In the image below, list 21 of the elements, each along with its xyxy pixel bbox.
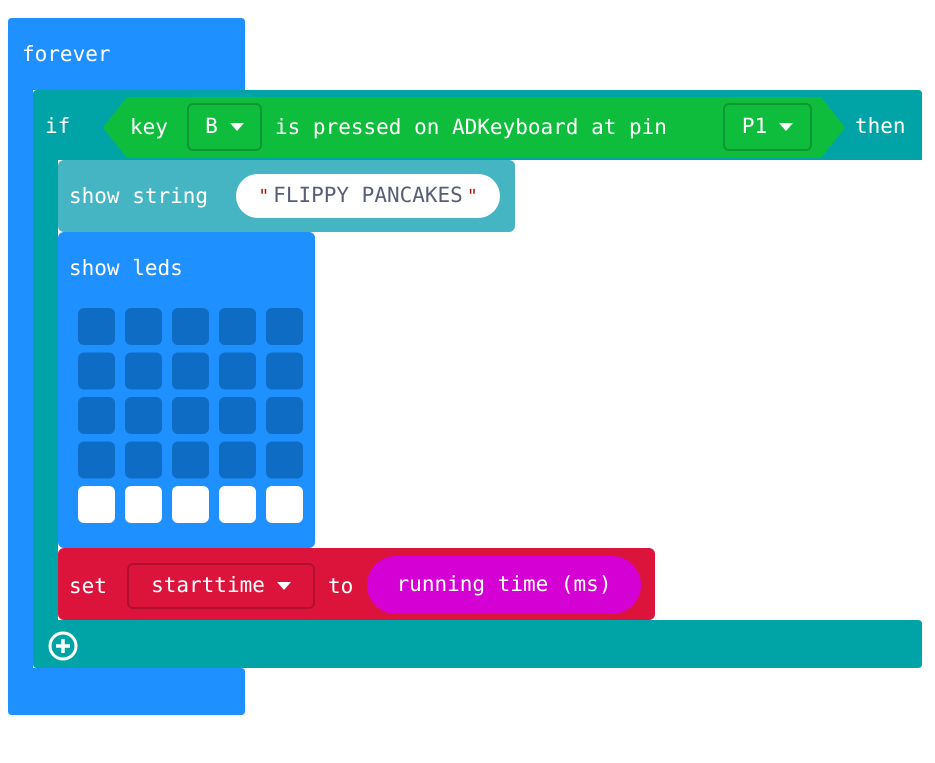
block-label: set xyxy=(69,573,107,600)
statement-block xyxy=(58,160,515,232)
block-label: if xyxy=(45,113,70,140)
reporter-block: running time (ms) xyxy=(367,556,641,614)
string-value: FLIPPY PANCAKES xyxy=(273,182,463,210)
quote-mark: " xyxy=(466,184,478,208)
dropdown: starttime xyxy=(127,563,315,609)
block-label: is pressed on ADKeyboard at pin xyxy=(275,114,667,141)
statement-block xyxy=(58,548,655,620)
block-label: then xyxy=(855,113,906,140)
dropdown: B xyxy=(187,103,262,151)
dropdown: P1 xyxy=(723,103,812,151)
block-label: forever xyxy=(22,41,111,68)
block-label: key xyxy=(130,114,168,141)
block-label: show leds xyxy=(69,255,183,282)
block-label: show string xyxy=(69,183,208,210)
string-field xyxy=(236,174,500,218)
if-block xyxy=(33,90,922,668)
quote-mark: " xyxy=(258,184,270,208)
block-label: to xyxy=(328,573,354,600)
statement-block xyxy=(58,232,315,548)
